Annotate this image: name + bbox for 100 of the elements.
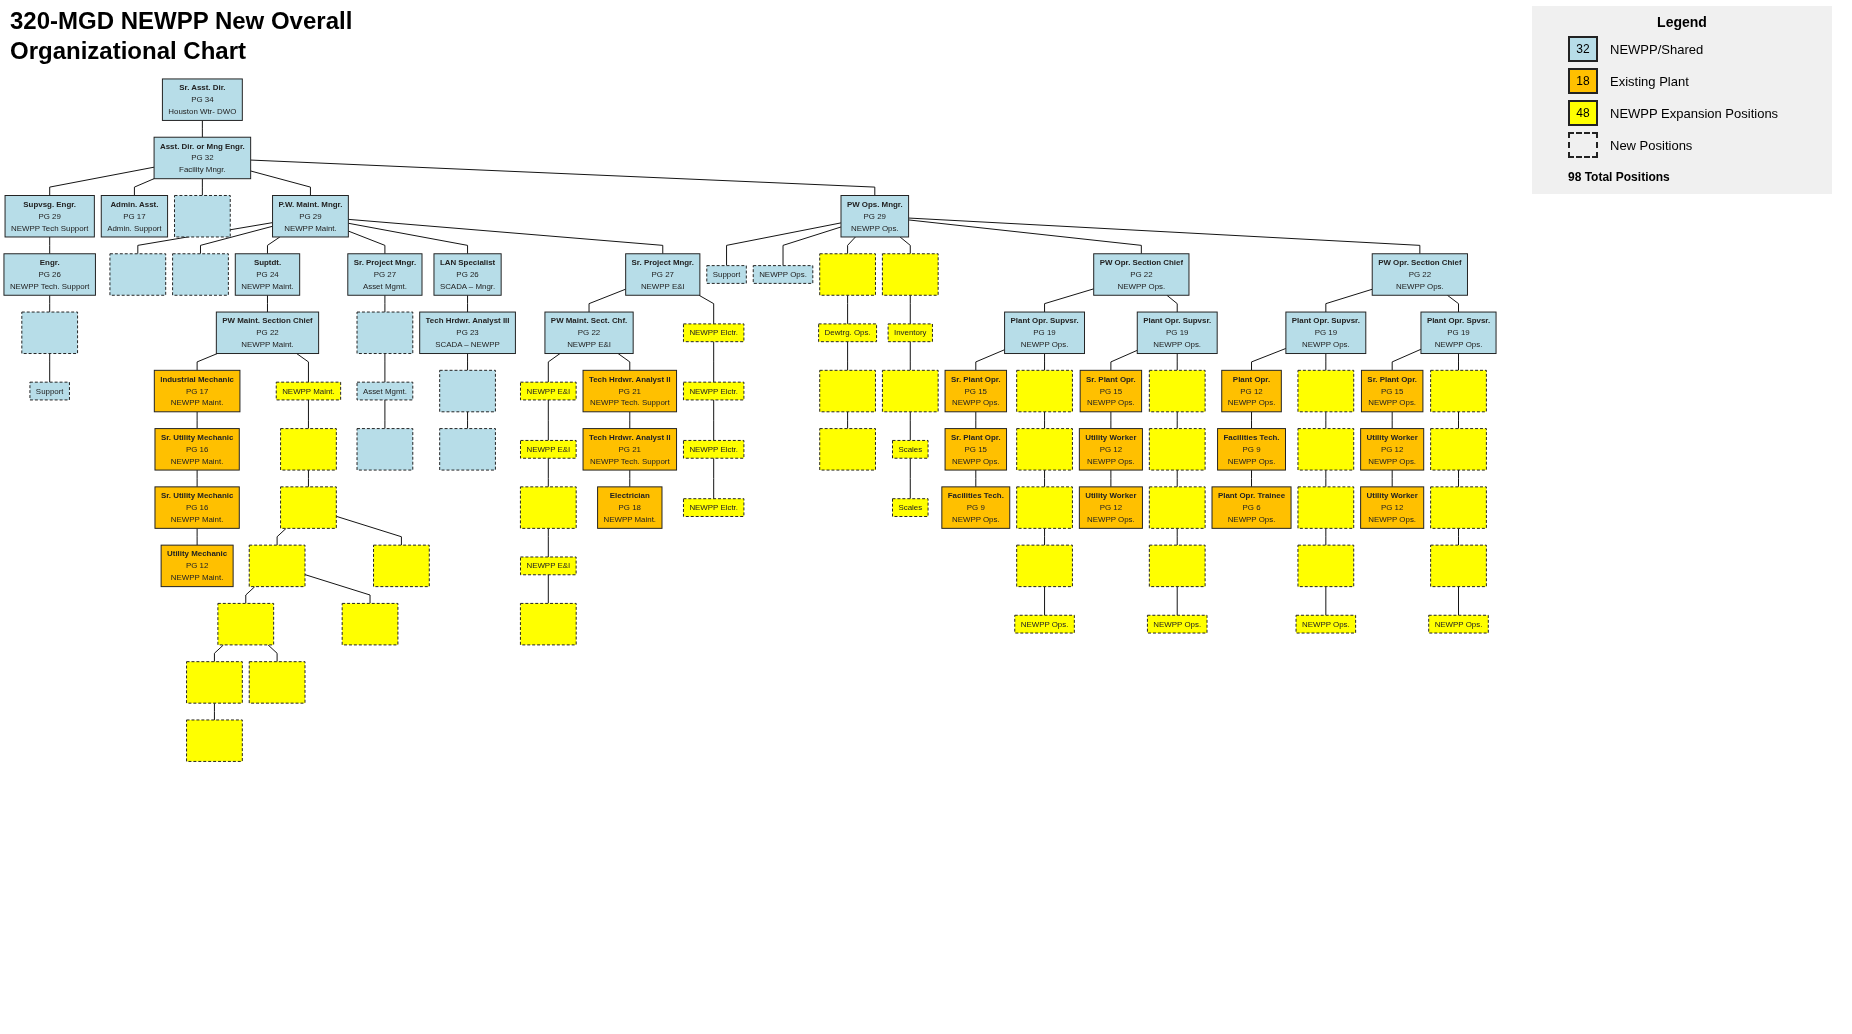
legend-text: New Positions xyxy=(1610,137,1693,153)
connector xyxy=(250,159,876,196)
node-box xyxy=(439,428,496,471)
node-box xyxy=(1297,544,1355,588)
connector xyxy=(909,294,911,325)
node-box xyxy=(186,661,243,704)
connector xyxy=(1176,527,1178,546)
connector xyxy=(201,178,203,196)
connector xyxy=(49,294,51,313)
connector xyxy=(1110,349,1138,371)
connector xyxy=(196,527,198,546)
node-box xyxy=(1016,544,1073,588)
node-box xyxy=(439,369,496,413)
connector xyxy=(588,288,627,313)
connector xyxy=(1391,348,1422,371)
total-note: 98 Total Positions xyxy=(1568,170,1671,184)
connector xyxy=(1176,411,1178,430)
node-box xyxy=(1430,544,1487,588)
connector xyxy=(547,574,549,604)
legend-swatch: 32 xyxy=(1568,36,1598,62)
connector xyxy=(899,236,911,255)
connector xyxy=(1458,411,1459,430)
node-box xyxy=(881,369,939,413)
node-box xyxy=(1430,369,1487,413)
connector xyxy=(1446,294,1459,313)
connector xyxy=(384,353,386,383)
legend-text: NEWPP/Shared xyxy=(1610,41,1704,57)
node-box xyxy=(819,253,876,296)
connector xyxy=(1325,469,1327,488)
connector xyxy=(213,702,215,721)
connector xyxy=(547,399,549,441)
connector xyxy=(629,411,631,430)
connector xyxy=(276,527,287,546)
connector xyxy=(196,469,198,488)
node-box xyxy=(341,602,399,646)
connector xyxy=(245,586,256,604)
connector xyxy=(133,178,155,196)
node-box xyxy=(1148,428,1206,471)
node-box xyxy=(519,486,577,529)
connector xyxy=(384,399,386,430)
connector xyxy=(847,294,849,325)
connector xyxy=(975,349,1006,371)
connector xyxy=(1110,469,1112,488)
connector xyxy=(1044,288,1095,313)
connector xyxy=(200,225,274,255)
connector xyxy=(547,457,549,488)
connector xyxy=(726,222,842,267)
node-box xyxy=(109,253,167,296)
connector xyxy=(467,353,469,371)
connector xyxy=(713,341,715,383)
node-box xyxy=(1016,428,1073,471)
connector xyxy=(1176,586,1178,616)
node-box xyxy=(881,253,939,296)
connector xyxy=(908,219,1142,255)
connector xyxy=(384,294,386,313)
node-box xyxy=(1148,486,1206,529)
connector xyxy=(1325,527,1327,546)
node-box xyxy=(186,719,243,762)
legend-text: Existing Plant xyxy=(1610,73,1689,89)
node-box xyxy=(1016,369,1073,413)
connector xyxy=(1044,411,1046,430)
connector xyxy=(49,353,51,383)
connector xyxy=(847,411,849,430)
connector xyxy=(296,353,309,383)
node-box xyxy=(1148,544,1206,588)
connector xyxy=(1044,586,1046,616)
connector xyxy=(782,226,842,267)
node-box xyxy=(248,661,306,704)
connector xyxy=(1251,411,1253,430)
node-box xyxy=(172,253,229,296)
connector xyxy=(909,457,911,500)
connector xyxy=(347,222,469,255)
connector xyxy=(467,411,469,430)
connector xyxy=(196,411,198,430)
connector xyxy=(1391,411,1393,430)
connector xyxy=(1044,353,1046,371)
node-box xyxy=(1297,486,1355,529)
connector xyxy=(1458,586,1459,616)
connector xyxy=(1251,347,1287,371)
node-box xyxy=(21,311,79,355)
connector xyxy=(335,515,402,546)
connector xyxy=(975,411,977,430)
connector xyxy=(1044,527,1046,546)
connector xyxy=(909,411,911,441)
connector xyxy=(196,353,218,371)
connector xyxy=(713,457,715,500)
connector xyxy=(1110,411,1112,430)
connector xyxy=(1458,353,1459,371)
connector xyxy=(847,236,856,255)
node-box xyxy=(373,544,430,588)
node-box xyxy=(819,369,876,413)
connector xyxy=(547,353,561,383)
connector xyxy=(347,218,664,255)
connector xyxy=(1176,469,1178,488)
node-box xyxy=(280,428,337,471)
connector xyxy=(201,119,203,138)
connector xyxy=(547,527,549,558)
connector xyxy=(307,399,309,430)
node-box xyxy=(519,602,577,646)
connector xyxy=(1458,527,1459,546)
